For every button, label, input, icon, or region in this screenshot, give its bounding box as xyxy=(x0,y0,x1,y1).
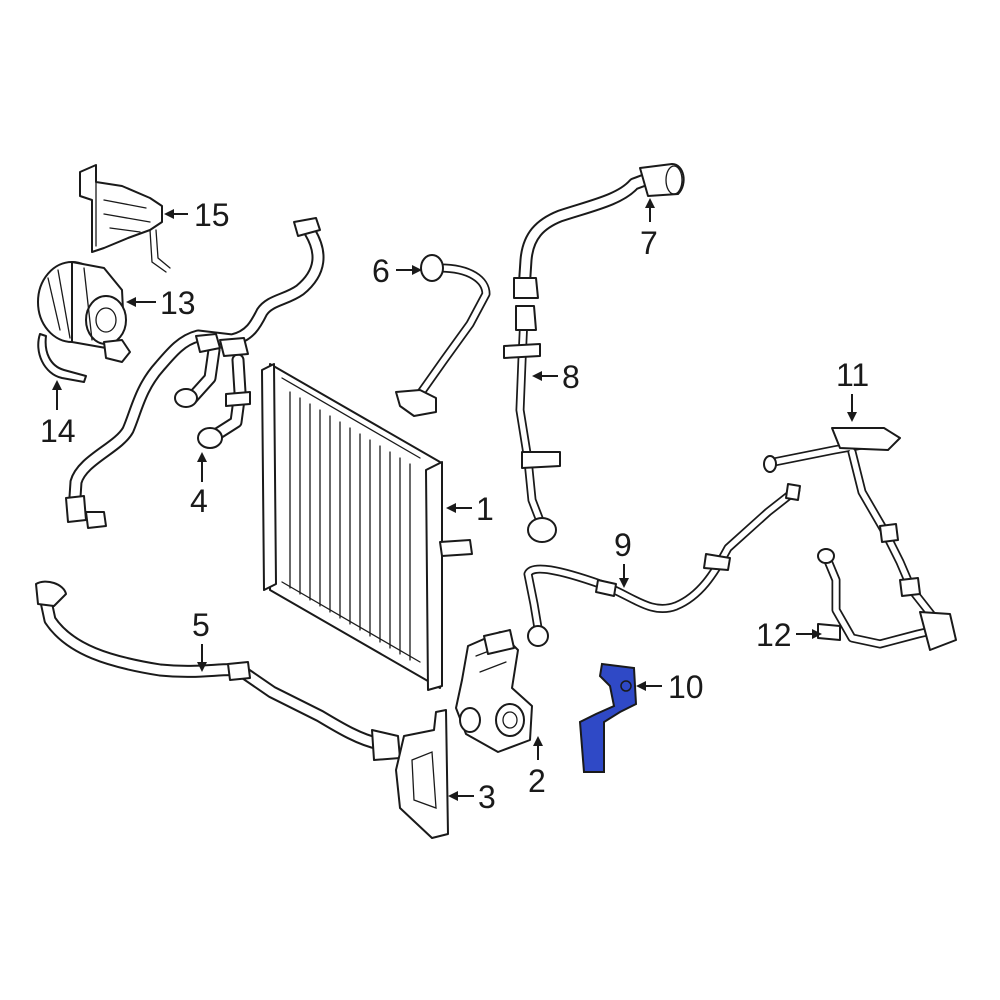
callout-label-12: 12 xyxy=(756,617,792,653)
part-3-shield[interactable] xyxy=(395,709,449,839)
callout-label-7: 7 xyxy=(640,225,658,261)
callout-6: 6 xyxy=(372,253,422,289)
callout-label-9: 9 xyxy=(614,527,632,563)
part-1-radiator[interactable] xyxy=(261,363,473,691)
part-9-hose[interactable] xyxy=(523,483,801,647)
callout-3: 3 xyxy=(448,779,496,815)
callout-label-15: 15 xyxy=(194,197,230,233)
callout-5: 5 xyxy=(192,607,210,672)
part-7-upper-hose[interactable] xyxy=(513,163,685,299)
part-14-clamp[interactable] xyxy=(37,333,87,383)
callout-14: 14 xyxy=(40,380,76,449)
callout-13: 13 xyxy=(126,285,196,321)
callout-label-2: 2 xyxy=(528,763,546,799)
part-15-bracket[interactable] xyxy=(79,164,171,273)
part-11-hose-assembly[interactable] xyxy=(763,427,939,623)
part-6-hose[interactable] xyxy=(395,254,491,417)
callout-4: 4 xyxy=(190,452,208,519)
callout-1: 1 xyxy=(446,491,494,527)
callout-layer: 15 13 14 4 6 7 xyxy=(40,197,869,815)
callout-2: 2 xyxy=(528,736,546,799)
callout-label-3: 3 xyxy=(478,779,496,815)
callout-7: 7 xyxy=(640,198,658,261)
callout-15: 15 xyxy=(164,197,230,233)
part-13-auxiliary-water-pump[interactable] xyxy=(37,261,131,363)
callout-11: 11 xyxy=(836,357,869,422)
part-12-hose[interactable] xyxy=(817,548,957,651)
callout-label-14: 14 xyxy=(40,413,76,449)
callout-label-13: 13 xyxy=(160,285,196,321)
callout-label-11: 11 xyxy=(836,357,869,393)
callout-label-10: 10 xyxy=(668,669,704,705)
callout-8: 8 xyxy=(532,359,580,395)
part-4-hose-assembly[interactable] xyxy=(65,217,325,529)
callout-label-8: 8 xyxy=(562,359,580,395)
part-8-hose[interactable] xyxy=(503,305,561,543)
callout-label-5: 5 xyxy=(192,607,210,643)
callout-label-4: 4 xyxy=(190,483,208,519)
part-10-bracket-highlighted[interactable] xyxy=(578,662,638,773)
callout-label-6: 6 xyxy=(372,253,390,289)
callout-9: 9 xyxy=(614,527,632,588)
callout-10: 10 xyxy=(636,669,704,705)
callout-label-1: 1 xyxy=(476,491,494,527)
part-5-lower-hose[interactable] xyxy=(35,580,401,761)
callout-12: 12 xyxy=(756,617,822,653)
part-2-valve[interactable] xyxy=(455,629,533,753)
